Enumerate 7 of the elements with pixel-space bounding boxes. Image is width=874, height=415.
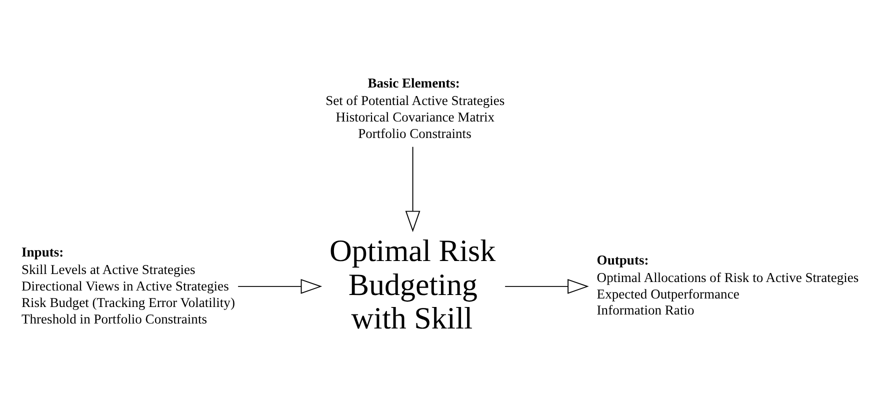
arrow — [504, 278, 589, 294]
node-text: Basic Elements: Set of Potential Active Strategies Historical Covariance Matrix Portfolio Constraints — [326, 76, 505, 141]
node-text: Outputs: Optimal Allocations of Risk to Active Strategies Expected Outperformance Information Ratio — [596, 252, 859, 318]
node-text: Inputs: Skill Levels at Active Strategies Directional Views in Active Strategies Risk Budget (Tracking Error Volatility) Threshold in Portfolio Constraints — [22, 244, 235, 326]
arrow — [238, 278, 322, 294]
arrow — [405, 146, 420, 232]
node-text: Optimal Risk Budgeting with Skill — [329, 232, 496, 336]
